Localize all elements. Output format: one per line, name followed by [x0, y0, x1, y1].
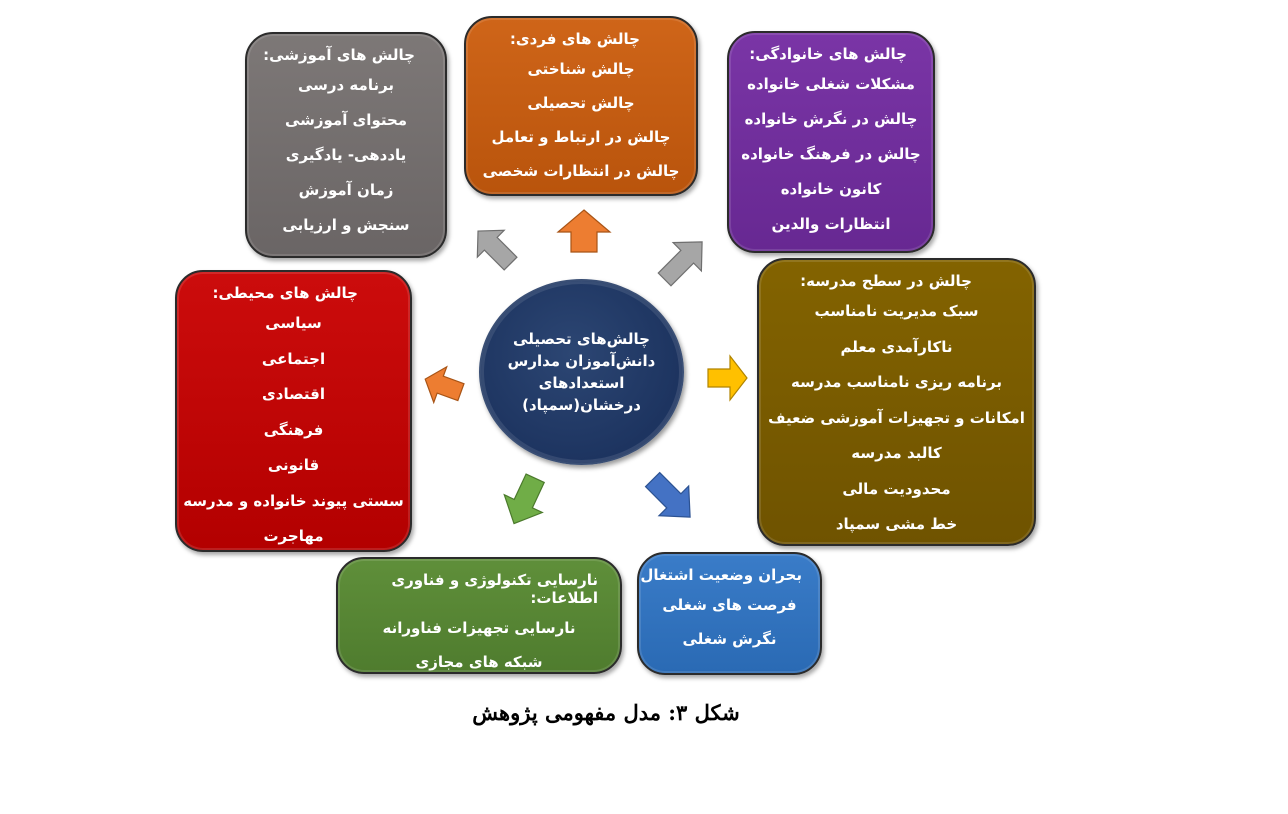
list-item: زمان آموزش [298, 181, 394, 199]
individual-challenges-box: چالش های فردی: چالش شناختی چالش تحصیلی چ… [464, 16, 698, 196]
educational-challenges-box: چالش های آموزشی: برنامه درسی محتوای آموز… [245, 32, 447, 258]
list-item: سستی پیوند خانواده و مدرسه [183, 491, 404, 510]
environmental-challenges-title: چالش های محیطی: [212, 284, 358, 302]
list-item: کالبد مدرسه [851, 444, 942, 462]
list-item: برنامه ریزی نامناسب مدرسه [791, 373, 1002, 391]
arrow-to-educational [476, 229, 518, 271]
educational-challenges-title: چالش های آموزشی: [263, 46, 415, 64]
list-item: چالش در فرهنگ خانواده [741, 145, 921, 163]
arrow-to-environment [424, 365, 465, 405]
list-item: سبک مدیریت نامناسب [814, 302, 979, 320]
arrow-to-family [657, 241, 703, 287]
educational-challenges-list: برنامه درسی محتوای آموزشی یاددهی- یادگیر… [247, 68, 445, 243]
list-item: خط مشی سمپاد [835, 515, 958, 533]
environmental-challenges-box: چالش های محیطی: سیاسی اجتماعی اقتصادی فر… [175, 270, 412, 552]
arrow-to-tech [503, 473, 546, 525]
list-item: محدودیت مالی [842, 479, 951, 498]
individual-challenges-title: چالش های فردی: [509, 30, 640, 48]
list-item: اقتصادی [262, 385, 325, 403]
school-level-challenges-box: چالش در سطح مدرسه: سبک مدیریت نامناسب نا… [757, 258, 1036, 546]
list-item: انتظارات والدین [771, 215, 891, 233]
list-item: مهاجرت [263, 527, 324, 545]
list-item: فرصت های شغلی [662, 596, 797, 614]
central-topic-line: درخشان(سمپاد) [522, 396, 641, 414]
list-item: چالش در نگرش خانواده [744, 110, 918, 128]
technology-challenges-box: نارسایی تکنولوژی و فناوری اطلاعات: نارسا… [336, 557, 622, 674]
list-item: چالش در انتظارات شخصی [482, 162, 680, 180]
family-challenges-title: چالش های خانوادگی: [749, 45, 907, 63]
school-level-challenges-list: سبک مدیریت نامناسب ناکارآمدی معلم برنامه… [759, 294, 1034, 543]
list-item: سیاسی [265, 314, 322, 332]
list-item: نارسایی تجهیزات فناورانه [382, 619, 576, 637]
list-item: چالش شناختی [527, 60, 635, 78]
family-challenges-box: چالش های خانوادگی: مشکلات شغلی خانواده چ… [727, 31, 935, 253]
list-item: اجتماعی [261, 349, 326, 368]
list-item: نگرش شغلی [682, 630, 777, 648]
employment-crisis-box: بحران وضعیت اشتغال فرصت های شغلی نگرش شغ… [637, 552, 822, 675]
technology-challenges-list: نارسایی تجهیزات فناورانه شبکه های مجازی [338, 611, 620, 679]
list-item: شبکه های مجازی [415, 653, 543, 671]
list-item: ناکارآمدی معلم [840, 337, 953, 356]
technology-challenges-title: نارسایی تکنولوژی و فناوری اطلاعات: [391, 571, 598, 607]
arrow-to-employment [644, 471, 691, 518]
figure-caption: شکل ۳: مدل مفهومی پژوهش [472, 700, 740, 725]
employment-crisis-list: فرصت های شغلی نگرش شغلی [639, 588, 820, 656]
central-topic-circle: چالش‌های تحصیلی دانش‌آموزان مدارس استعدا… [479, 279, 684, 465]
family-challenges-list: مشکلات شغلی خانواده چالش در نگرش خانواده… [729, 67, 933, 242]
individual-challenges-list: چالش شناختی چالش تحصیلی چالش در ارتباط و… [466, 52, 696, 188]
list-item: محتوای آموزشی [284, 111, 408, 129]
school-level-challenges-title: چالش در سطح مدرسه: [800, 272, 972, 290]
environmental-challenges-list: سیاسی اجتماعی اقتصادی فرهنگی قانونی سستی… [177, 306, 410, 555]
arrow-to-individual [556, 209, 612, 253]
list-item: فرهنگی [263, 420, 324, 439]
list-item: چالش تحصیلی [527, 94, 635, 112]
list-item: قانونی [267, 456, 320, 474]
list-item: امکانات و تجهیزات آموزشی ضعیف [768, 408, 1025, 427]
list-item: مشکلات شغلی خانواده [747, 75, 915, 93]
employment-crisis-title: بحران وضعیت اشتغال [640, 566, 802, 584]
list-item: یاددهی- یادگیری [285, 146, 407, 164]
arrow-to-school [707, 354, 748, 402]
list-item: چالش در ارتباط و تعامل [491, 128, 671, 146]
list-item: کانون خانواده [780, 180, 882, 198]
central-topic-line: چالش‌های تحصیلی [513, 330, 650, 348]
list-item: برنامه درسی [297, 76, 395, 94]
list-item: سنجش و ارزیابی [282, 216, 410, 234]
central-topic-line: دانش‌آموزان مدارس [507, 352, 656, 370]
central-topic-line: استعدادهای [538, 374, 625, 392]
